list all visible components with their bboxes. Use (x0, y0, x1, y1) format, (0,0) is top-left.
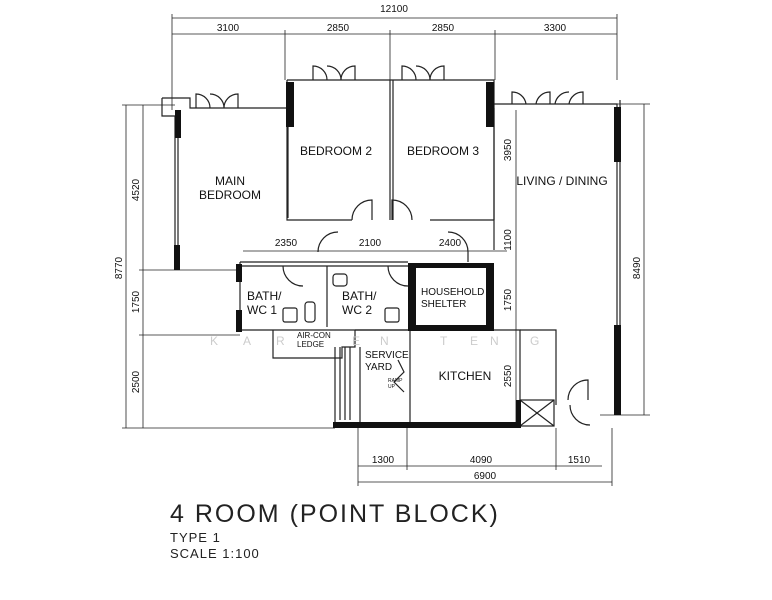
room-bedroom-2: BEDROOM 2 (300, 144, 372, 158)
svg-text:E: E (352, 334, 360, 348)
dimension-labels: 12100 3100 2850 2850 3300 8770 4520 1750… (114, 4, 643, 482)
svg-text:1100: 1100 (503, 229, 514, 251)
svg-text:E: E (470, 334, 478, 348)
watermark: K A R E N T E N G (210, 334, 539, 348)
svg-text:G: G (530, 334, 539, 348)
room-bath-2: BATH/ (342, 289, 377, 303)
plan-title: 4 ROOM (POINT BLOCK) (170, 500, 500, 528)
plan-type: TYPE 1 (170, 530, 221, 545)
svg-text:12100: 12100 (380, 4, 408, 15)
room-labels: MAIN BEDROOM BEDROOM 2 BEDROOM 3 LIVING … (199, 144, 608, 390)
svg-text:1300: 1300 (372, 455, 395, 466)
plan-scale: SCALE 1:100 (170, 546, 260, 561)
svg-text:1750: 1750 (503, 288, 514, 311)
svg-text:A: A (243, 334, 251, 348)
svg-text:WC 2: WC 2 (342, 303, 372, 317)
svg-text:3950: 3950 (503, 138, 514, 161)
svg-text:3100: 3100 (217, 23, 240, 34)
svg-text:UP: UP (388, 384, 396, 390)
svg-text:8490: 8490 (632, 256, 643, 279)
svg-text:N: N (380, 334, 389, 348)
svg-text:K: K (210, 334, 218, 348)
room-kitchen: KITCHEN (439, 369, 492, 383)
svg-text:SHELTER: SHELTER (421, 299, 466, 310)
room-service-yard: SERVICE (365, 350, 409, 361)
svg-text:N: N (490, 334, 499, 348)
solid-walls (174, 82, 621, 428)
svg-text:3300: 3300 (544, 23, 567, 34)
room-aircon-ledge: AIR-CON (297, 331, 331, 340)
svg-text:4090: 4090 (470, 455, 493, 466)
dimension-lines (122, 14, 650, 486)
room-bath-1: BATH/ (247, 289, 282, 303)
svg-text:2850: 2850 (432, 23, 455, 34)
svg-text:8770: 8770 (114, 256, 125, 279)
svg-text:6900: 6900 (474, 471, 497, 482)
svg-text:WC 1: WC 1 (247, 303, 277, 317)
svg-text:2400: 2400 (439, 238, 462, 249)
room-household-shelter: HOUSEHOLD (421, 287, 484, 298)
ramp-label: RAMP (388, 378, 403, 384)
room-main-bedroom: MAIN (215, 174, 245, 188)
svg-text:YARD: YARD (365, 362, 392, 373)
svg-text:R: R (276, 334, 285, 348)
svg-text:1510: 1510 (568, 455, 591, 466)
svg-text:2500: 2500 (131, 370, 142, 393)
room-living-dining: LIVING / DINING (516, 174, 607, 188)
svg-text:2850: 2850 (327, 23, 350, 34)
walls (161, 65, 621, 428)
svg-text:BEDROOM: BEDROOM (199, 188, 261, 202)
svg-text:2350: 2350 (275, 238, 298, 249)
room-bedroom-3: BEDROOM 3 (407, 144, 479, 158)
svg-text:1750: 1750 (131, 290, 142, 313)
svg-text:LEDGE: LEDGE (297, 340, 324, 349)
svg-text:4520: 4520 (131, 178, 142, 201)
svg-text:2550: 2550 (503, 364, 514, 387)
svg-text:2100: 2100 (359, 238, 382, 249)
svg-text:T: T (440, 334, 448, 348)
